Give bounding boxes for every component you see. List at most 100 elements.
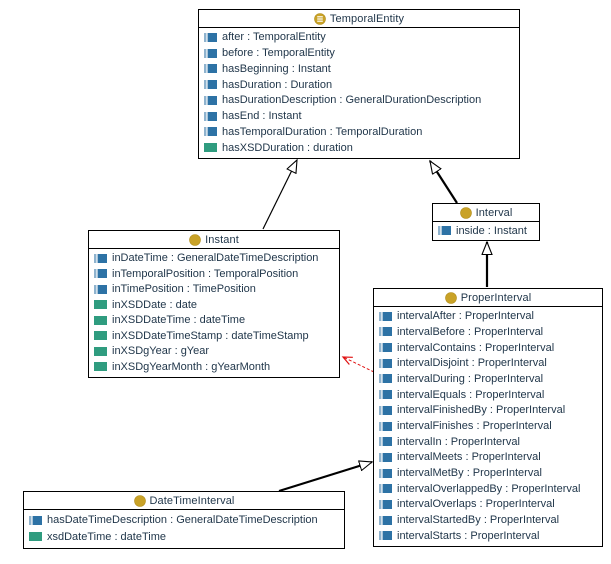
attribute-row[interactable]: hasDuration : Duration [199, 77, 519, 92]
attribute-row[interactable]: hasXSDDuration : duration [199, 140, 519, 155]
attribute-row[interactable]: inXSDgYearMonth : gYearMonth [89, 359, 339, 374]
object-property-icon [379, 437, 392, 447]
generalization-datetimeinterval-to-properinterval[interactable] [278, 462, 372, 493]
attribute-row[interactable]: intervalOverlappedBy : ProperInterval [374, 481, 602, 496]
attribute-label: hasBeginning : Instant [222, 62, 331, 75]
attribute-row[interactable]: intervalFinishes : ProperInterval [374, 419, 602, 434]
object-property-icon [379, 311, 392, 321]
class-header[interactable]: Instant [89, 231, 339, 249]
attribute-row[interactable]: intervalIn : ProperInterval [374, 434, 602, 449]
attribute-row[interactable]: inTemporalPosition : TemporalPosition [89, 266, 339, 281]
attribute-label: before : TemporalEntity [222, 47, 335, 60]
attribute-label: intervalMetBy : ProperInterval [397, 467, 542, 480]
object-property-icon [379, 499, 392, 509]
attribute-label: inTimePosition : TimePosition [112, 283, 256, 296]
attribute-row[interactable]: intervalContains : ProperInterval [374, 340, 602, 355]
attribute-label: intervalMeets : ProperInterval [397, 451, 541, 464]
class-attribute-list: after : TemporalEntity before : TemporalE… [199, 28, 519, 158]
attribute-row[interactable]: intervalBefore : ProperInterval [374, 324, 602, 339]
class-title: TemporalEntity [329, 12, 405, 25]
object-property-icon [379, 531, 392, 541]
attribute-label: intervalFinishes : ProperInterval [397, 420, 552, 432]
data-property-icon [94, 362, 107, 372]
class-header[interactable]: Interval [433, 204, 539, 222]
attribute-label: hasDuration : Duration [222, 78, 333, 91]
class-icon [444, 291, 457, 304]
class-header[interactable]: DateTimeInterval [24, 492, 344, 510]
class-icon [459, 206, 472, 219]
attribute-row[interactable]: intervalOverlaps : ProperInterval [374, 497, 602, 512]
attribute-row[interactable]: inTimePosition : TimePosition [89, 282, 339, 297]
attribute-row[interactable]: intervalMeets : ProperInterval [374, 450, 602, 465]
attribute-label: intervalIn : ProperInterval [397, 435, 520, 448]
attribute-row[interactable]: intervalFinishedBy : ProperInterval [374, 403, 602, 418]
attribute-row[interactable]: intervalEquals : ProperInterval [374, 387, 602, 402]
attribute-label: inside : Instant [456, 224, 527, 237]
defined-class-icon [314, 12, 326, 25]
class-attribute-list: hasDateTimeDescription : GeneralDateTime… [24, 510, 344, 548]
attribute-row[interactable]: xsdDateTime : dateTime [24, 529, 344, 544]
object-property-icon [379, 405, 392, 415]
attribute-row[interactable]: intervalMetBy : ProperInterval [374, 466, 602, 481]
attribute-row[interactable]: inXSDDateTime : dateTime [89, 313, 339, 328]
attribute-row[interactable]: inXSDgYear : gYear [89, 344, 339, 359]
attribute-row[interactable]: hasTemporalDuration : TemporalDuration [199, 124, 519, 139]
attribute-label: hasDateTimeDescription : GeneralDateTime… [47, 514, 318, 527]
attribute-label: inXSDDateTimeStamp : dateTimeStamp [112, 329, 309, 342]
attribute-row[interactable]: intervalDuring : ProperInterval [374, 371, 602, 386]
object-property-icon [379, 452, 392, 462]
attribute-row[interactable]: inside : Instant [433, 223, 539, 238]
attribute-label: inXSDgYear : gYear [112, 345, 210, 358]
attribute-row[interactable]: intervalStarts : ProperInterval [374, 528, 602, 543]
attribute-row[interactable]: inXSDDate : date [89, 297, 339, 312]
attribute-row[interactable]: intervalStartedBy : ProperInterval [374, 513, 602, 528]
attribute-row[interactable]: intervalAfter : ProperInterval [374, 309, 602, 324]
attribute-row[interactable]: inXSDDateTimeStamp : dateTimeStamp [89, 328, 339, 343]
object-property-icon [94, 269, 107, 279]
data-property-icon [204, 143, 217, 153]
object-property-icon [379, 421, 392, 431]
object-property-icon [204, 95, 217, 105]
attribute-label: intervalBefore : ProperInterval [397, 325, 544, 338]
class-header[interactable]: ProperInterval [374, 289, 602, 307]
attribute-row[interactable]: after : TemporalEntity [199, 30, 519, 45]
attribute-label: intervalDisjoint : ProperInterval [397, 357, 547, 370]
object-property-icon [204, 111, 217, 121]
object-property-icon [379, 484, 392, 494]
attribute-row[interactable]: hasEnd : Instant [199, 109, 519, 124]
attribute-label: inTemporalPosition : TemporalPosition [112, 267, 299, 280]
attribute-row[interactable]: hasBeginning : Instant [199, 61, 519, 76]
attribute-label: intervalAfter : ProperInterval [397, 310, 534, 323]
class-box-temporal-entity[interactable]: TemporalEntity after : TemporalEntity befo… [198, 9, 520, 159]
class-icon [189, 233, 201, 246]
object-property-icon [204, 80, 217, 90]
attribute-label: intervalOverlaps : ProperInterval [397, 498, 555, 511]
object-property-icon [379, 390, 392, 400]
class-box-proper-interval[interactable]: ProperInterval intervalAfter : ProperInte… [373, 288, 603, 547]
generalization-instant-to-temporalentity[interactable] [262, 160, 297, 230]
class-box-date-time-interval[interactable]: DateTimeInterval hasDateTimeDescription :… [23, 491, 345, 549]
class-title: DateTimeInterval [149, 494, 235, 507]
attribute-row[interactable]: inDateTime : GeneralDateTimeDescription [89, 251, 339, 266]
object-property-icon [204, 127, 217, 137]
attribute-label: hasEnd : Instant [222, 110, 302, 123]
attribute-row[interactable]: hasDateTimeDescription : GeneralDateTime… [24, 513, 344, 528]
attribute-row[interactable]: intervalDisjoint : ProperInterval [374, 356, 602, 371]
attribute-row[interactable]: before : TemporalEntity [199, 46, 519, 61]
attribute-row[interactable]: hasDurationDescription : GeneralDuration… [199, 93, 519, 108]
class-header[interactable]: TemporalEntity [199, 10, 519, 28]
class-box-interval[interactable]: Interval inside : Instant [432, 203, 540, 241]
class-title: Interval [475, 206, 513, 219]
generalization-interval-to-temporalentity[interactable] [429, 161, 458, 204]
class-box-instant[interactable]: Instant inDateTime : GeneralDateTimeDescr… [88, 230, 340, 378]
object-property-icon [379, 468, 392, 478]
object-property-icon [204, 32, 217, 42]
attribute-label: hasDurationDescription : GeneralDuration… [222, 94, 482, 107]
class-title: ProperInterval [460, 291, 532, 304]
attribute-label: intervalContains : ProperInterval [397, 341, 555, 354]
attribute-label: intervalFinishedBy : ProperInterval [397, 404, 566, 417]
class-title: Instant [205, 233, 239, 246]
reference-properinterval-to-instant[interactable] [341, 356, 375, 373]
object-property-icon [379, 343, 392, 353]
